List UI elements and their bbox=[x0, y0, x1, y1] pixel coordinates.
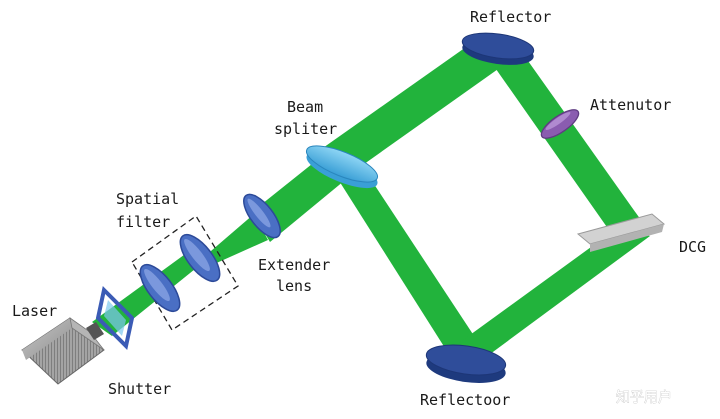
beam-bottom-reflector-to-dcg bbox=[452, 226, 650, 360]
attenuator-body bbox=[540, 109, 580, 139]
laser-top-face bbox=[22, 318, 72, 360]
spatial-filter-lens-1-highlight bbox=[144, 268, 170, 302]
laser-side-face bbox=[69, 317, 105, 351]
label-reflector-bottom: Reflectoor bbox=[420, 391, 510, 409]
label-dcg: DCG bbox=[679, 238, 706, 256]
shutter bbox=[95, 285, 135, 351]
label-extender: Extender bbox=[258, 256, 330, 274]
spatial-filter-dashed-box bbox=[131, 215, 239, 331]
extender-lens-highlight bbox=[247, 198, 271, 228]
label-filter: filter bbox=[116, 213, 170, 231]
beam-splitter bbox=[305, 145, 379, 189]
attenuator bbox=[540, 109, 580, 139]
label-attenutor: Attenutor bbox=[590, 96, 671, 114]
reflector-bottom-face bbox=[425, 344, 507, 376]
beam-top-reflector-to-dcg bbox=[484, 44, 648, 240]
labels: Reflector Attenutor Beam spliter Spatial… bbox=[12, 8, 706, 409]
dcg-plate-edge bbox=[590, 224, 664, 252]
laser-beam bbox=[92, 40, 650, 360]
beam-splitter-top bbox=[305, 145, 379, 183]
label-laser: Laser bbox=[12, 302, 57, 320]
beam-expanding-cone bbox=[204, 214, 268, 265]
label-lens: lens bbox=[276, 277, 312, 295]
shutter-inner bbox=[104, 300, 126, 336]
reflector-top-face bbox=[461, 32, 535, 60]
spatial-filter-lens-2-highlight bbox=[184, 238, 210, 272]
watermark-text: 知乎用户 bbox=[616, 389, 672, 406]
laser-aperture bbox=[86, 322, 104, 340]
reflector-bottom bbox=[425, 344, 507, 383]
dcg-plate bbox=[576, 213, 666, 252]
label-spatial: Spatial bbox=[116, 190, 179, 208]
label-reflector-top: Reflector bbox=[470, 8, 551, 26]
shutter-frame bbox=[95, 285, 135, 351]
spatial-filter bbox=[131, 215, 239, 331]
laser-head bbox=[21, 317, 105, 385]
label-shutter: Shutter bbox=[108, 380, 171, 398]
label-beam: Beam bbox=[287, 98, 323, 116]
attenuator-highlight bbox=[545, 112, 571, 130]
watermark: 知乎用户 bbox=[616, 389, 673, 407]
beam-splitter-to-top-reflector bbox=[320, 40, 508, 174]
extender-lens bbox=[243, 193, 281, 239]
reflector-top bbox=[461, 32, 535, 65]
label-spliter: spliter bbox=[274, 120, 337, 138]
beam-splitter-to-bottom-reflector bbox=[336, 172, 486, 356]
